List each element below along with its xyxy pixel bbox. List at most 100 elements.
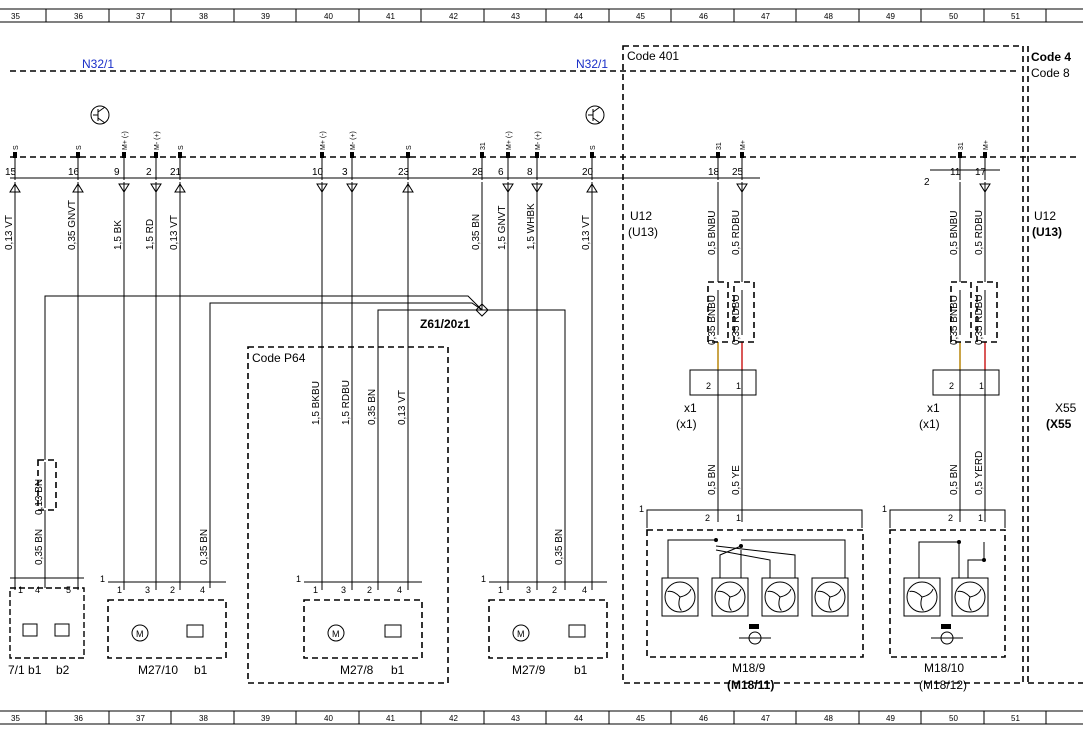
wire-label: 0,35 RDBU (731, 294, 742, 345)
grid-number: 49 (886, 12, 895, 21)
svg-text:2: 2 (367, 585, 372, 595)
svg-text:1: 1 (18, 585, 23, 595)
wire-label: 0,5 RDBU (731, 210, 742, 255)
x1-label-b2: (x1) (919, 417, 940, 431)
grid-number: 35 (11, 714, 20, 723)
wire-label: 0,13 VT (169, 215, 180, 250)
svg-text:2: 2 (706, 381, 711, 391)
pin-terminal (178, 152, 182, 158)
wire-label: 0,13 VT (4, 215, 15, 250)
grid-number: 38 (199, 12, 208, 21)
wire-label: 0,35 BN (367, 389, 378, 425)
pin-signal: S (76, 145, 83, 150)
grid-number: 37 (136, 714, 145, 723)
grid-number: 45 (636, 714, 645, 723)
grid-number: 39 (261, 714, 270, 723)
pin-terminal (122, 152, 126, 158)
wire-label: 0,5 RDBU (974, 210, 985, 255)
pin-number: 3 (342, 167, 348, 178)
motor-icon (931, 624, 963, 645)
fan-icon (761, 577, 799, 617)
wire-label: 0,35 BNBU (949, 295, 960, 345)
pin-signal: M- (+) (350, 131, 357, 150)
component-m27-10: M 1 1 3 2 4 (100, 574, 227, 659)
wire-sleeve (37, 459, 57, 511)
svg-text:1: 1 (498, 585, 503, 595)
svg-text:M: M (332, 629, 340, 639)
wire-label: 0,35 BN (554, 529, 565, 565)
wire-label: 0,13 BN (34, 479, 45, 515)
wire-label: 1,5 RD (145, 219, 156, 250)
pin-terminal (320, 152, 324, 158)
pin-number: 17 (975, 167, 987, 178)
grid-number: 36 (74, 714, 83, 723)
wire-label: 1,5 WHBK (526, 203, 537, 250)
svg-text:3: 3 (526, 585, 531, 595)
x1-connector-b: 2 1 (932, 369, 1000, 396)
wire-label: 0,5 BN (707, 464, 718, 495)
pin-terminal (406, 152, 410, 158)
svg-text:3: 3 (341, 585, 346, 595)
svg-text:M: M (517, 629, 525, 639)
grid-number: 35 (11, 12, 20, 21)
svg-text:1: 1 (481, 574, 486, 584)
svg-text:2: 2 (949, 381, 954, 391)
pin-number: 11 (950, 167, 961, 178)
fan-icon (811, 577, 849, 617)
x55-label-2: (X55 (1046, 417, 1072, 431)
svg-text:1: 1 (882, 504, 887, 514)
grid-number: 48 (824, 12, 833, 21)
grid-number: 37 (136, 12, 145, 21)
svg-text:1: 1 (296, 574, 301, 584)
wire-sleeve (707, 281, 729, 343)
wire-label: 0,35 BNBU (707, 295, 718, 345)
pin-terminal (716, 152, 720, 158)
m18-11-label: (M18/11) (727, 678, 774, 692)
grid-number: 38 (199, 714, 208, 723)
b2-label: b2 (56, 663, 70, 677)
wire-label: 1,5 BKBU (311, 381, 322, 425)
x1-label: x1 (684, 401, 697, 415)
grid-number: 47 (761, 12, 770, 21)
pin-signal: M+ (740, 140, 747, 150)
pin-number: 28 (472, 167, 484, 178)
pin-signal: M+ (-) (122, 131, 129, 150)
grid-number: 40 (324, 714, 333, 723)
wire-label: 0,35 RDBU (974, 294, 985, 345)
grid-number: 47 (761, 714, 770, 723)
pin-number: 15 (5, 167, 17, 178)
pin-signal: 31 (958, 142, 965, 150)
grid-number: 41 (386, 714, 395, 723)
n32-label-right: N32/1 (576, 57, 608, 71)
wire-label: 0,5 BN (949, 464, 960, 495)
code-p64-box (247, 346, 449, 684)
wire-sleeve (733, 281, 755, 343)
code401-label: Code 401 (627, 49, 679, 63)
x1-label-2: (x1) (676, 417, 697, 431)
m18-9-label: M18/9 (732, 661, 766, 675)
pin-terminal (740, 152, 744, 158)
pin-number: 2 (924, 177, 930, 188)
u13-label-right: (U13) (1032, 225, 1062, 239)
u12-label-right: U12 (1034, 209, 1056, 223)
grid-number: 50 (949, 12, 958, 21)
svg-text:2: 2 (552, 585, 557, 595)
pin-terminal (506, 152, 510, 158)
svg-text:1: 1 (313, 585, 318, 595)
grid-number: 51 (1011, 12, 1020, 21)
b1-label: b1 (194, 663, 208, 677)
x1-connector-a: 2 1 (689, 369, 757, 396)
wire-label: 1,5 GNVT (497, 206, 508, 250)
fan-icon (661, 577, 699, 617)
grid-number: 46 (699, 12, 708, 21)
pin-number: 18 (708, 167, 720, 178)
pin-number: 20 (582, 167, 594, 178)
pin-terminal (983, 152, 987, 158)
pin-signal: M- (+) (535, 131, 542, 150)
grid-number: 42 (449, 12, 458, 21)
m27-10-label: M27/10 (138, 663, 178, 677)
wire-label: 1,5 RDBU (341, 380, 352, 425)
grid-number: 48 (824, 714, 833, 723)
